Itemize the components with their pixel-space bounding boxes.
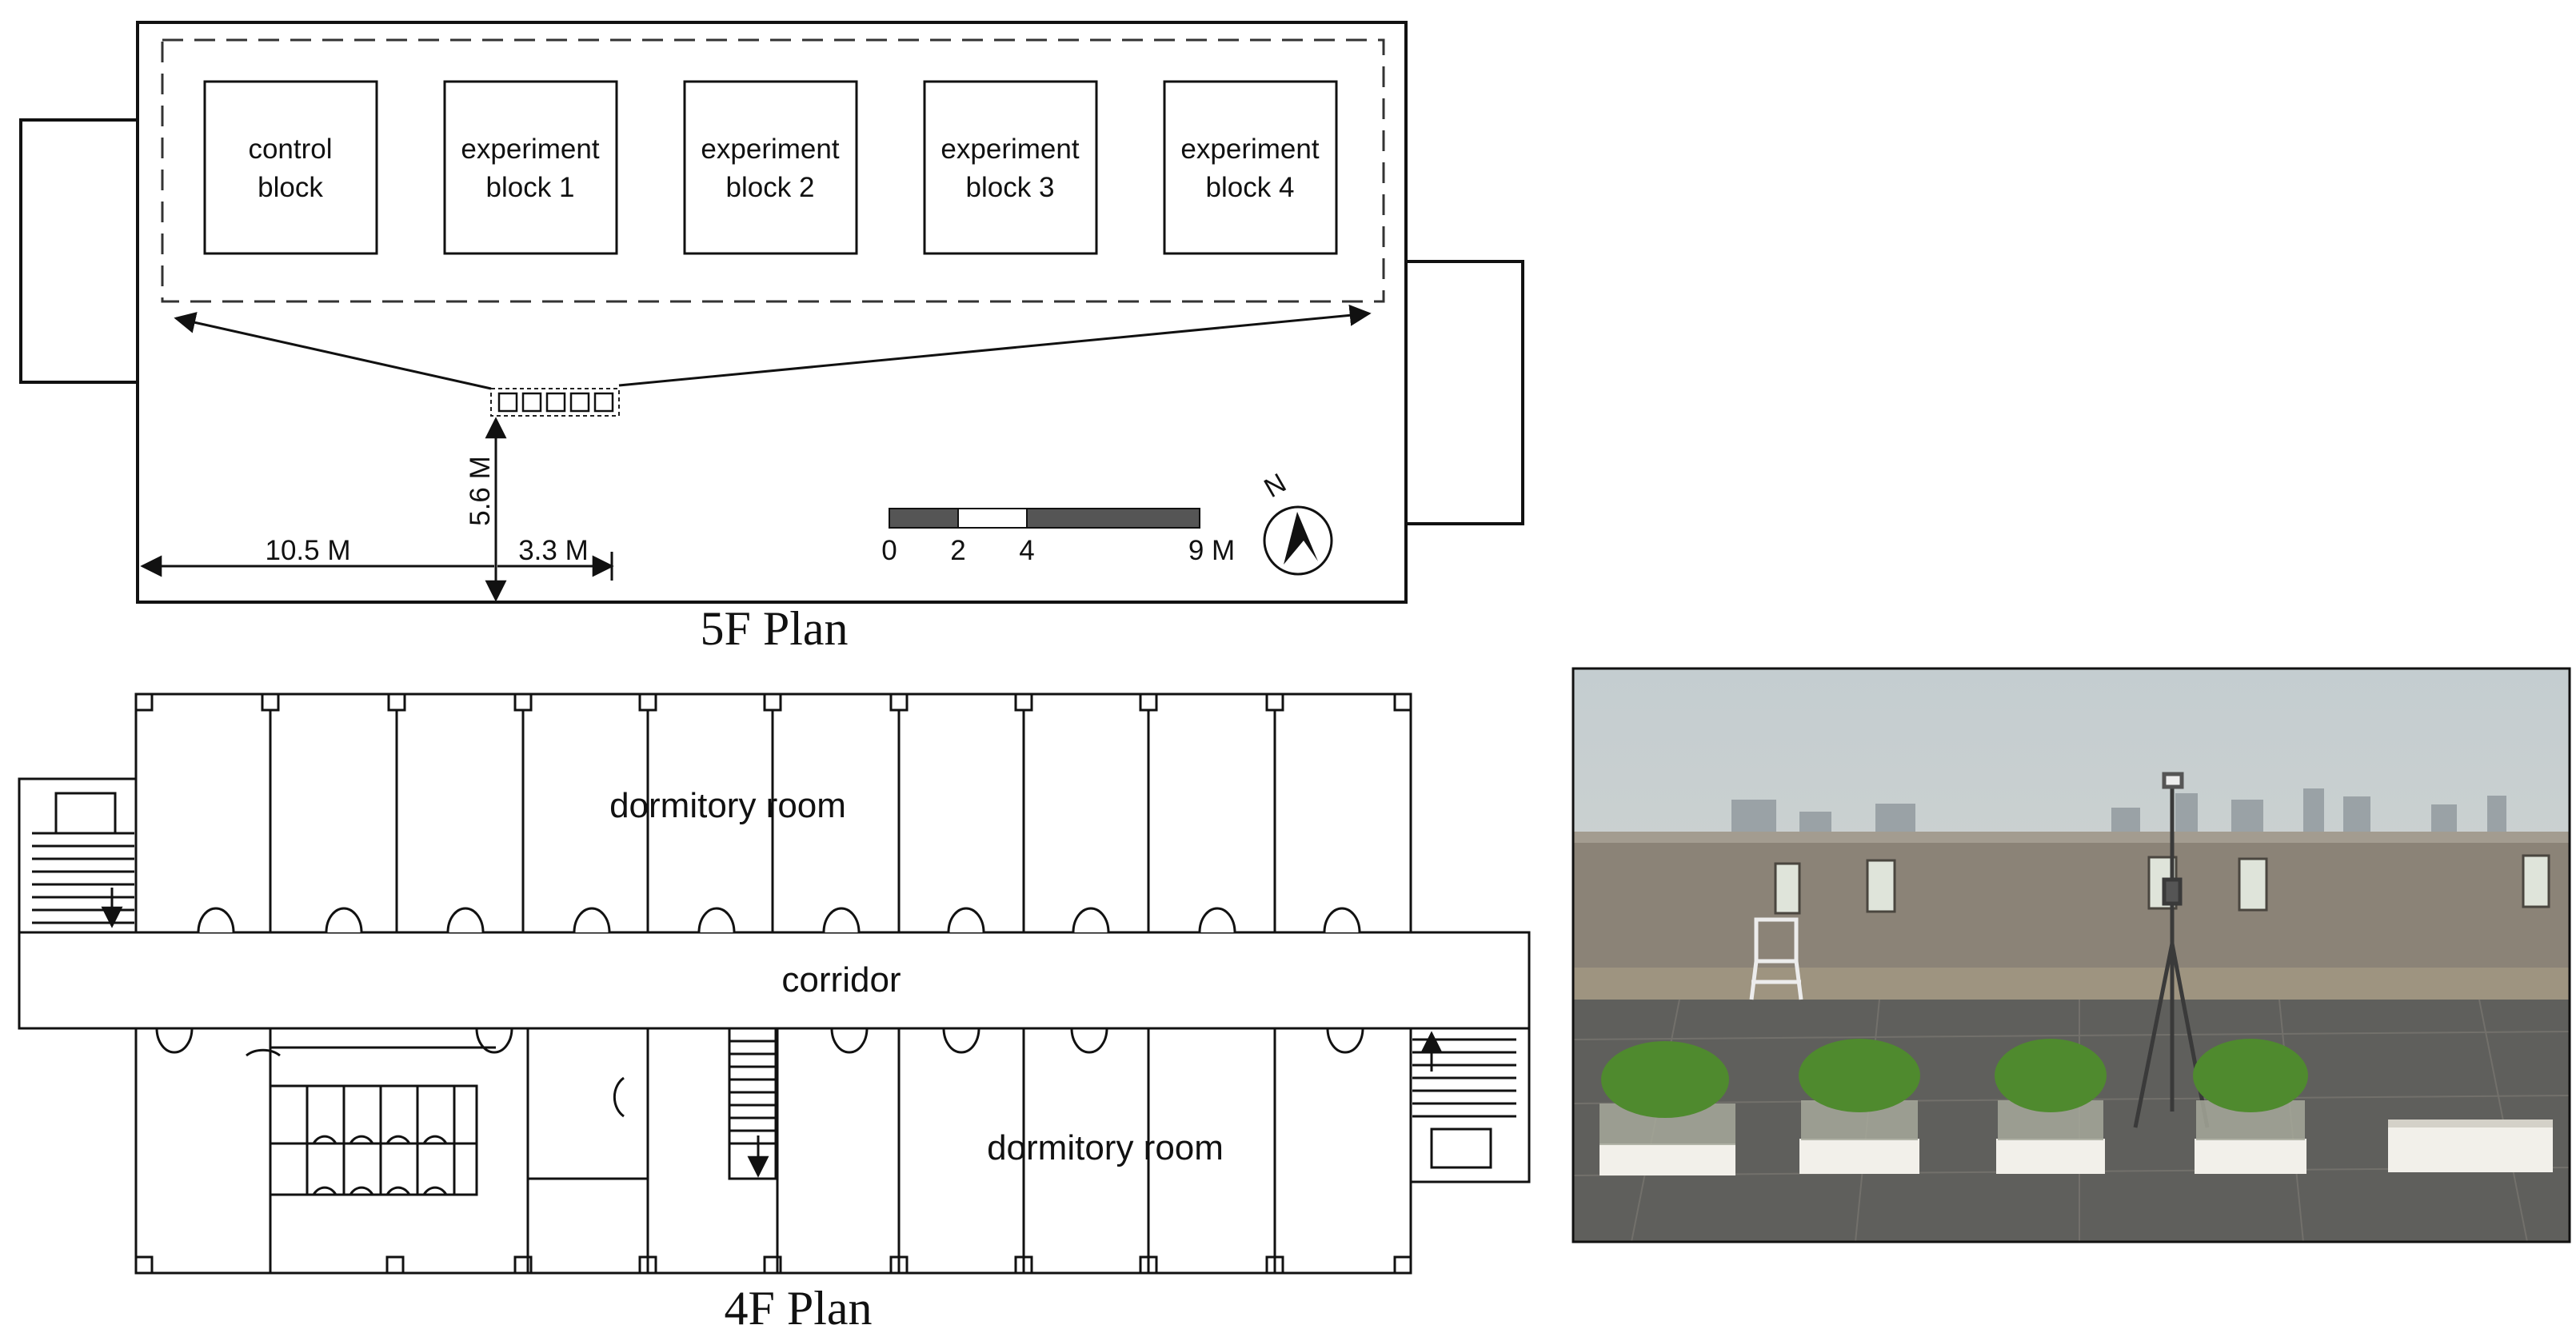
stair-annex-east-4f <box>1409 1027 1531 1183</box>
skyline <box>1731 788 2506 836</box>
dimension-label-east: 3.3 M <box>518 535 589 566</box>
folding-chair <box>1749 917 1803 1000</box>
enlargement-line-right <box>618 304 1372 387</box>
experiment-block-3: experiment block 3 <box>923 80 1098 255</box>
enlarged-view-frame <box>161 38 1385 303</box>
room-label-north: dormitory room <box>609 786 846 825</box>
corridor-label: corridor <box>781 960 901 1000</box>
stair-middle-4f <box>728 1027 777 1180</box>
caption-4f: 4F Plan <box>724 1282 872 1335</box>
block-label-line2: block 4 <box>1206 172 1295 203</box>
block-label-line2: block 1 <box>486 172 575 203</box>
block-label-line2: block 2 <box>726 172 815 203</box>
stair-annex-west-5f <box>19 118 139 384</box>
stair-west-4f <box>32 792 134 928</box>
door-swings-north <box>197 907 1361 933</box>
plan-4f-labels: dormitory room corridor dormitory room 4… <box>609 786 1224 1335</box>
plan-5f: control block experiment block 1 experim… <box>19 21 1524 655</box>
block-label-line2: block 3 <box>966 172 1055 203</box>
restroom-stalls <box>269 1084 478 1196</box>
block-label-line1: experiment <box>461 134 599 165</box>
building-outline-4f <box>18 692 1531 1275</box>
dimension-label-west: 10.5 M <box>266 535 351 566</box>
control-block: control block <box>203 80 378 255</box>
block-cluster-location <box>490 388 620 417</box>
experiment-block-2: experiment block 2 <box>683 80 858 255</box>
south-partitions <box>269 1027 1276 1273</box>
scale-label-4: 4 <box>1019 535 1034 566</box>
dimension-label-north: 5.6 M <box>465 456 496 526</box>
planter-boxes <box>1600 1039 2553 1175</box>
planter-control <box>1600 1041 1735 1175</box>
planter-experiment-1 <box>1799 1039 1920 1174</box>
north-partitions <box>269 694 1276 932</box>
experiment-block-4: experiment block 4 <box>1163 80 1338 255</box>
parapet-wall <box>1573 832 2570 968</box>
scale-label-0: 0 <box>881 535 897 566</box>
planter-experiment-2 <box>1995 1039 2107 1174</box>
stair-east-4f <box>1412 1031 1516 1169</box>
scale-bar: 0 2 4 9 M <box>881 508 1235 566</box>
rooftop-photo <box>1572 667 2571 1243</box>
plan-4f <box>18 692 1531 1275</box>
scale-label-9m: 9 M <box>1188 535 1235 566</box>
planter-experiment-4 <box>2388 1119 2553 1172</box>
block-label-line1: experiment <box>701 134 839 165</box>
experiment-block-1: experiment block 1 <box>443 80 618 255</box>
block-label-line1: experiment <box>941 134 1079 165</box>
room-label-south: dormitory room <box>987 1128 1224 1167</box>
block-label-line1: control <box>248 134 332 165</box>
stair-annex-east-5f <box>1404 260 1524 525</box>
enlargement-line-left <box>174 312 492 390</box>
experiment-blocks: control block experiment block 1 experim… <box>203 80 1338 255</box>
stair-annex-west-4f <box>18 777 138 934</box>
block-label-line2: block <box>258 172 323 203</box>
north-arrow-icon: N <box>1259 468 1333 576</box>
block-label-line1: experiment <box>1180 134 1319 165</box>
scale-label-2: 2 <box>950 535 965 566</box>
caption-5f: 5F Plan <box>700 602 848 655</box>
north-label: N <box>1259 468 1291 504</box>
weather-station <box>2133 772 2210 1128</box>
door-swings-south <box>155 1028 1364 1118</box>
planter-experiment-3 <box>2193 1039 2308 1174</box>
